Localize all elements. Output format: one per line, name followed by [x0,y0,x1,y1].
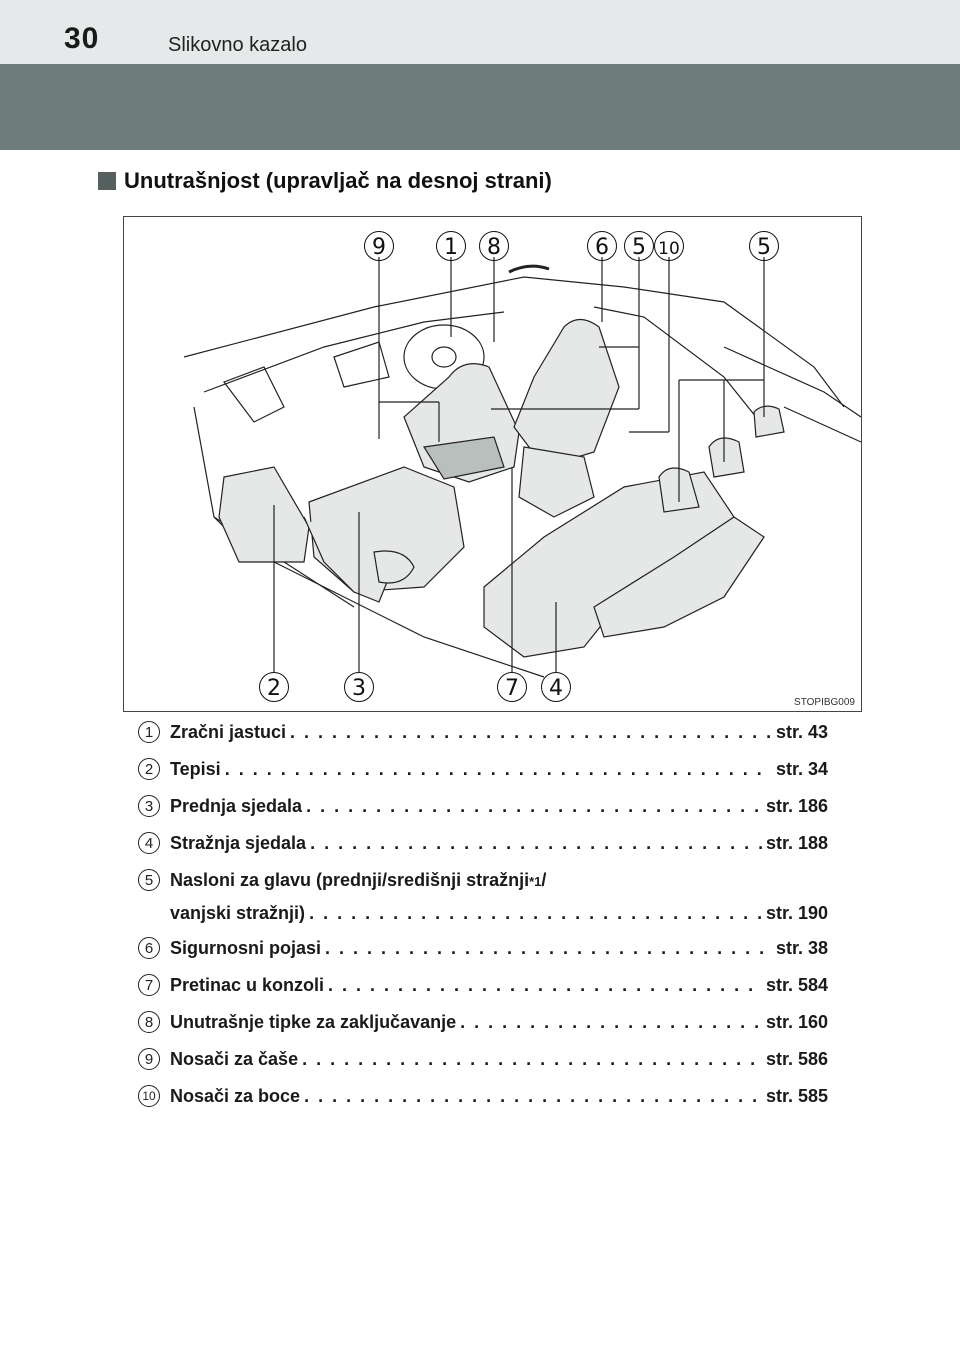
callout-7: 7 [497,672,527,702]
item-page-ref: str. 160 [765,1012,828,1032]
list-item: 2 Tepisi str. 34 [138,750,828,787]
callout-10: 10 [654,231,684,261]
item-number-badge: 7 [138,974,160,996]
item-label: Unutrašnje tipke za zaključavanje [170,1012,457,1032]
item-number-badge: 5 [138,869,160,891]
legend-list: 1 Zračni jastucistr. 43 2 Tepisistr. 34 … [138,713,828,1114]
item-page-ref: str. 585 [765,1086,828,1106]
list-item: 10 Nosači za boce str. 585 [138,1077,828,1114]
list-item: 3 Prednja sjedala str. 186 [138,787,828,824]
item-page-ref: str. 43 [775,722,828,742]
callout-5b: 5 [749,231,779,261]
item-label-line1: Nasloni za glavu (prednji/središnji stra… [170,870,530,890]
item-number-badge: 3 [138,795,160,817]
item-page-ref: str. 586 [765,1049,828,1069]
item-page-ref: str. 188 [765,833,828,853]
figure-code: STOPIBG009 [794,697,855,708]
car-interior-drawing [183,257,861,678]
item-label: Nosači za čaše [170,1049,299,1069]
section-title-text: Unutrašnjost (upravljač na desnoj strani… [124,168,552,193]
item-page-ref: str. 34 [775,759,828,779]
callout-3: 3 [344,672,374,702]
list-item: 9 Nosači za čaše str. 586 [138,1040,828,1077]
list-item: 4 Stražnja sjedala str. 188 [138,824,828,861]
callout-6: 6 [587,231,617,261]
item-number-badge: 1 [138,721,160,743]
interior-illustration: 9 1 8 6 5 10 5 2 3 7 4 STOPIBG009 [123,216,862,712]
header-strip [0,0,960,64]
item-number-badge: 10 [138,1085,160,1107]
list-item: 7 Pretinac u konzoli str. 584 [138,966,828,1003]
item-number-badge: 2 [138,758,160,780]
page-number: 30 [64,22,100,55]
item-number-badge: 9 [138,1048,160,1070]
callout-2: 2 [259,672,289,702]
item-page-ref: str. 190 [765,903,828,923]
item-label: Prednja sjedala [170,796,303,816]
list-item: 8 Unutrašnje tipke za zaključavanje str. … [138,1003,828,1040]
item-page-ref: str. 38 [775,938,828,958]
item-page-ref: str. 186 [765,796,828,816]
item-label: Tepisi [170,759,221,779]
list-item: 1 Zračni jastuci str. 43 [138,713,828,750]
item-page-ref: str. 584 [765,975,828,995]
callout-5a: 5 [624,231,654,261]
item-label: Nosači za boce [170,1086,301,1106]
list-item: 6 Sigurnosni pojasi str. 38 [138,929,828,966]
callout-9: 9 [364,231,394,261]
item-number-badge: 4 [138,832,160,854]
page-header-title: Slikovno kazalo [168,34,307,56]
callout-4: 4 [541,672,571,702]
item-number-badge: 6 [138,937,160,959]
section-title: Unutrašnjost (upravljač na desnoj strani… [98,168,552,194]
item-label: Sigurnosni pojasi [170,938,322,958]
header-banner [0,64,960,150]
item-label: Pretinac u konzoli [170,975,325,995]
footnote-marker: *1 [529,874,542,889]
list-item: 5 Nasloni za glavu (prednji/središnji st… [138,861,828,929]
item-label: Zračni jastuci [170,722,287,742]
callout-1: 1 [436,231,466,261]
item-number-badge: 8 [138,1011,160,1033]
callout-8: 8 [479,231,509,261]
item-label: Stražnja sjedala [170,833,307,853]
item-label: vanjski stražnji) [170,903,306,923]
section-square-icon [98,172,116,190]
